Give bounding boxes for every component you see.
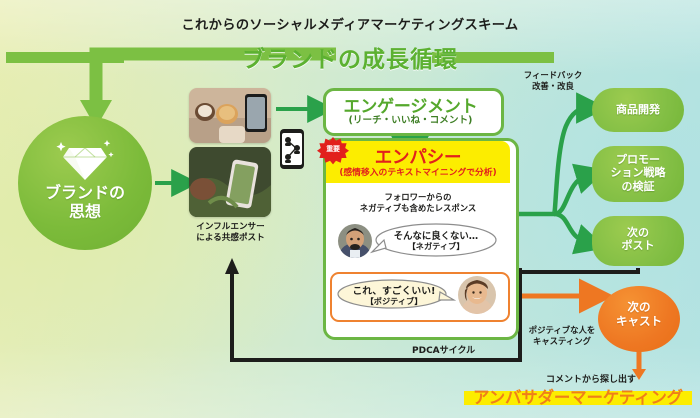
response-caption-line2: ネガティブも含めたレスポンス bbox=[359, 203, 477, 214]
ambassador-highlight-bar bbox=[464, 391, 692, 405]
pdca-cycle-label: PDCAサイクル bbox=[412, 346, 476, 356]
title-rule-right bbox=[432, 52, 554, 63]
outcome-node-next-post[interactable] bbox=[592, 216, 684, 266]
negative-responder-avatar bbox=[338, 224, 372, 258]
page-title: ブランドの成長循環 bbox=[242, 47, 458, 73]
positive-tag: 【ポジティブ】 bbox=[365, 296, 423, 306]
feedback-caption: フィードバック 改善・改良 bbox=[505, 70, 601, 93]
brand-label-line1: ブランドの bbox=[44, 183, 125, 202]
cast-line2: キャスト bbox=[616, 314, 662, 329]
casting-caption-line2: キャスティング bbox=[532, 336, 592, 347]
page-subtitle: これからのソーシャルメディアマーケティングスキーム bbox=[181, 18, 519, 33]
diamond-icon bbox=[56, 140, 114, 180]
positive-responder-avatar bbox=[458, 276, 496, 314]
negative-tag: 【ネガティブ】 bbox=[407, 241, 465, 251]
ambassador-caption: コメントから探し出す bbox=[545, 375, 636, 385]
brand-philosophy-node[interactable] bbox=[18, 116, 152, 250]
outcome-node-promotion-strategy[interactable] bbox=[592, 146, 684, 202]
engagement-subtitle: (リーチ・いいね・コメント) bbox=[348, 115, 473, 126]
positive-speech-bubble bbox=[337, 279, 456, 309]
influencer-photo-top bbox=[189, 88, 271, 143]
outcome-label-next-post: 次の ポスト bbox=[592, 226, 684, 253]
outcome-1-line-2: の検証 bbox=[621, 179, 655, 193]
next-post-feedback-line bbox=[520, 268, 640, 274]
outcome-label-promotion-strategy: プロモー ション戦略 の検証 bbox=[592, 153, 684, 193]
response-caption-line1: フォロワーからの bbox=[384, 192, 452, 202]
outcome-1-line-0: プロモー bbox=[616, 153, 660, 166]
engagement-title: エンゲージメント bbox=[343, 97, 478, 117]
influencer-caption-line2: による共感ポスト bbox=[196, 233, 265, 244]
casting-caption: ポジティブな人を キャスティング bbox=[508, 325, 616, 348]
influencer-photo-bottom bbox=[189, 147, 271, 217]
feedback-line2: 改善・改良 bbox=[532, 81, 574, 92]
positive-quote: これ、すごくいい! bbox=[352, 286, 436, 297]
brand-philosophy-label: ブランドの 思想 bbox=[18, 183, 152, 221]
cast-line1: 次の bbox=[627, 300, 651, 314]
important-starburst-badge bbox=[317, 137, 349, 165]
empathy-to-outcomes-arrows bbox=[514, 92, 608, 255]
outcome-label-product-development: 商品開発 bbox=[592, 103, 684, 116]
influencer-post-caption: インフルエンサー による共感ポスト bbox=[158, 222, 303, 245]
feedback-line1: フィードバック bbox=[523, 70, 583, 80]
empathy-subtitle: (感情移入のテキストマイニングで分析) bbox=[339, 168, 497, 178]
cast-to-ambassador-stem bbox=[632, 350, 646, 380]
outcome-1-line-1: ション戦略 bbox=[610, 166, 666, 180]
outcome-2-line-1: ポスト bbox=[621, 239, 655, 253]
negative-speech-bubble bbox=[370, 223, 497, 257]
next-cast-label: 次の キャスト bbox=[598, 300, 680, 329]
negative-quote: そんなに良くない… bbox=[393, 231, 479, 242]
casting-caption-line1: ポジティブな人を bbox=[528, 325, 596, 335]
outcome-0-line-0: 商品開発 bbox=[616, 103, 660, 116]
influencer-caption-line1: インフルエンサー bbox=[196, 222, 265, 232]
response-caption: フォロワーからの ネガティブも含めたレスポンス bbox=[330, 192, 506, 215]
outcome-2-line-0: 次の bbox=[627, 226, 649, 239]
title-rule-left bbox=[6, 52, 124, 63]
important-badge-label: 重要 bbox=[326, 145, 340, 153]
ambassador-title: アンバサダーマーケティング bbox=[473, 388, 683, 407]
phone-network-icon bbox=[280, 129, 304, 169]
brand-label-line2: 思想 bbox=[68, 201, 101, 221]
